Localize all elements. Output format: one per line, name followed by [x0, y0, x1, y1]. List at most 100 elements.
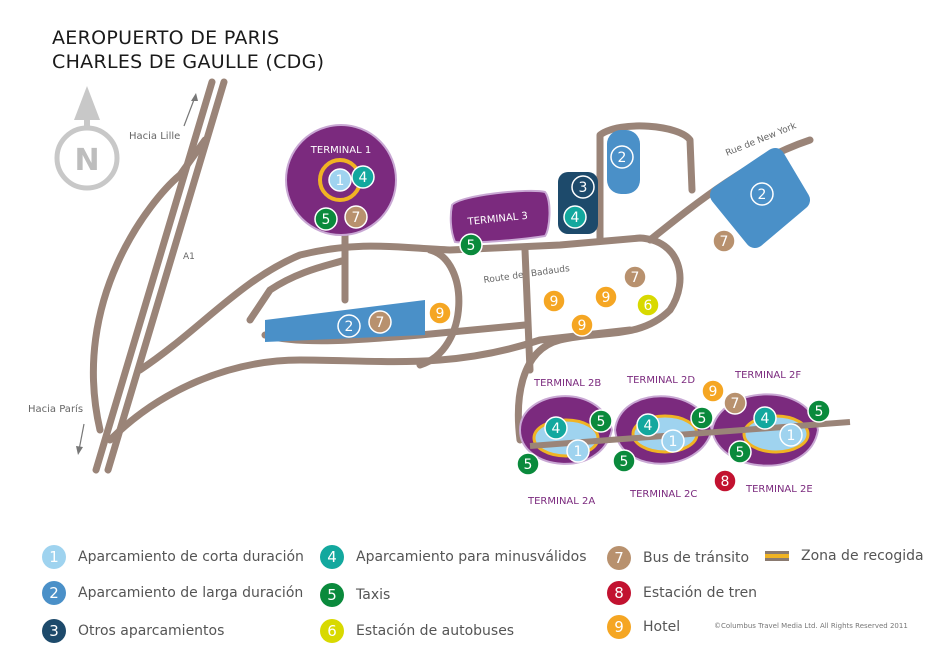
legend-badge-7: 7 — [607, 546, 631, 570]
svg-text:5: 5 — [736, 445, 745, 461]
svg-text:5: 5 — [467, 238, 476, 254]
svg-text:4: 4 — [644, 418, 653, 434]
marker-7-icon: 7 — [723, 391, 747, 415]
legend-badge-5: 5 — [320, 583, 344, 607]
legend-badge-1: 1 — [42, 545, 66, 569]
legend-label-2: Aparcamiento de larga duración — [78, 585, 304, 601]
marker-5-icon: 5 — [314, 207, 338, 231]
svg-text:7: 7 — [376, 315, 385, 331]
terminal-3: TERMINAL 3 — [449, 189, 551, 244]
marker-5-icon: 5 — [589, 409, 613, 433]
marker-3-icon: 3 — [571, 175, 595, 199]
legend-item-4: 4 Aparcamiento para minusválidos — [320, 545, 587, 569]
svg-text:4: 4 — [761, 411, 770, 427]
svg-text:4: 4 — [552, 421, 561, 437]
svg-text:9: 9 — [436, 306, 445, 322]
marker-5-icon: 5 — [690, 406, 714, 430]
legend-label-1: Aparcamiento de corta duración — [78, 549, 304, 565]
marker-2-icon: 2 — [610, 145, 634, 169]
legend-item-5: 5 Taxis — [320, 583, 390, 607]
legend-badge-8: 8 — [607, 581, 631, 605]
marker-5-icon: 5 — [728, 440, 752, 464]
svg-text:1: 1 — [787, 428, 796, 444]
legend-label-4: Aparcamiento para minusválidos — [356, 549, 587, 565]
compass-label: N — [74, 143, 99, 178]
svg-text:2: 2 — [345, 319, 354, 335]
marker-1-icon: 1 — [328, 168, 352, 192]
svg-text:7: 7 — [631, 270, 640, 286]
svg-text:1: 1 — [669, 434, 678, 450]
svg-text:1: 1 — [574, 444, 583, 460]
marker-5-icon: 5 — [516, 452, 540, 476]
road-label-lille: Hacia Lille — [129, 131, 180, 142]
svg-text:1: 1 — [336, 173, 345, 189]
airport-map: N Hacia Lille Hacia París A1 Route des B… — [28, 78, 851, 507]
marker-6-icon: 6 — [636, 293, 660, 317]
legend-badge-3: 3 — [42, 619, 66, 643]
legend-label-7: Bus de tránsito — [643, 550, 750, 566]
legend-label-5: Taxis — [356, 587, 391, 603]
marker-2-icon: 2 — [337, 314, 361, 338]
marker-5-icon: 5 — [612, 449, 636, 473]
legend-badge-4: 4 — [320, 545, 344, 569]
terminal-1-label: TERMINAL 1 — [310, 145, 371, 156]
road-label-newyork: Rue de New York — [724, 121, 798, 159]
marker-4-icon: 4 — [636, 413, 660, 437]
marker-4-icon: 4 — [563, 205, 587, 229]
marker-9-icon: 9 — [542, 289, 566, 313]
marker-1-icon: 1 — [779, 423, 803, 447]
marker-7-icon: 7 — [623, 265, 647, 289]
svg-text:9: 9 — [602, 290, 611, 306]
legend-item-9: 9 Hotel — [607, 615, 680, 639]
svg-text:7: 7 — [352, 210, 361, 226]
marker-4-icon: 4 — [351, 165, 375, 189]
marker-7-icon: 7 — [712, 229, 736, 253]
marker-9-icon: 9 — [594, 285, 618, 309]
svg-text:5: 5 — [322, 212, 331, 228]
marker-1-icon: 1 — [661, 429, 685, 453]
marker-5-icon: 5 — [807, 399, 831, 423]
svg-text:5: 5 — [524, 457, 533, 473]
svg-text:4: 4 — [571, 210, 580, 226]
terminal-2c-label: TERMINAL 2C — [629, 489, 697, 500]
legend-label-3: Otros aparcamientos — [78, 623, 225, 639]
svg-text:9: 9 — [550, 294, 559, 310]
svg-text:5: 5 — [815, 404, 824, 420]
svg-text:2: 2 — [618, 150, 627, 166]
title-line-2: CHARLES DE GAULLE (CDG) — [52, 51, 325, 73]
svg-text:2: 2 — [758, 187, 767, 203]
marker-7-icon: 7 — [368, 310, 392, 334]
marker-5-icon: 5 — [459, 233, 483, 257]
marker-4-icon: 4 — [753, 406, 777, 430]
terminal-2f-label: TERMINAL 2F — [734, 370, 801, 381]
legend-item-pickup: Zona de recogida — [765, 548, 924, 564]
north-arrow-icon: N — [54, 86, 120, 191]
road-label-a1: A1 — [183, 252, 195, 262]
svg-text:5: 5 — [698, 411, 707, 427]
svg-text:4: 4 — [359, 170, 368, 186]
legend-item-3: 3 Otros aparcamientos — [42, 619, 224, 643]
copyright: ©Columbus Travel Media Ltd. All Rights R… — [714, 622, 908, 630]
svg-text:8: 8 — [721, 474, 730, 490]
marker-4-icon: 4 — [544, 416, 568, 440]
terminal-2b-label: TERMINAL 2B — [533, 378, 601, 389]
pickup-zone-icon — [765, 551, 789, 561]
marker-8-icon: 8 — [713, 469, 737, 493]
marker-1-icon: 1 — [566, 439, 590, 463]
marker-2-icon: 2 — [750, 182, 774, 206]
legend-label-8: Estación de tren — [643, 585, 758, 601]
svg-text:5: 5 — [597, 414, 606, 430]
svg-text:7: 7 — [720, 234, 729, 250]
svg-text:9: 9 — [578, 318, 587, 334]
marker-9-icon: 9 — [701, 379, 725, 403]
legend-label-9: Hotel — [643, 619, 681, 635]
terminal-2e-label: TERMINAL 2E — [745, 484, 813, 495]
legend-badge-9: 9 — [607, 615, 631, 639]
legend-badge-6: 6 — [320, 619, 344, 643]
map-title: AEROPUERTO DE PARIS CHARLES DE GAULLE (C… — [52, 26, 324, 74]
marker-9-icon: 9 — [428, 301, 452, 325]
marker-9-icon: 9 — [570, 313, 594, 337]
